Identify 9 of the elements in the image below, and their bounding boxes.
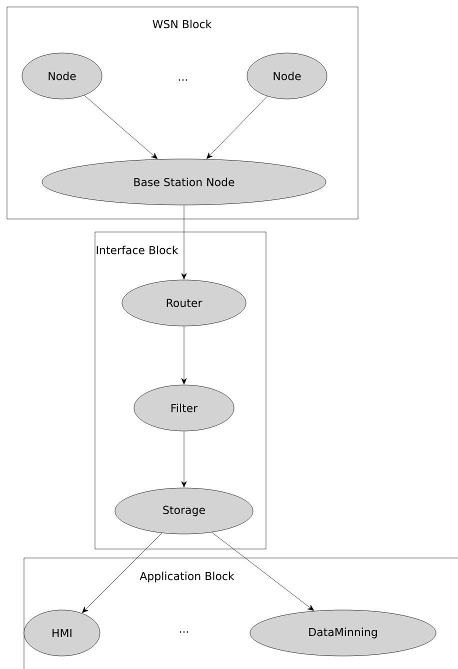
arrow: [181, 326, 187, 384]
arrow: [212, 532, 314, 611]
arrow: [206, 96, 268, 159]
ellipsis-label: ...: [180, 631, 188, 633]
arrow: [82, 532, 162, 613]
arrow: [181, 205, 187, 280]
arrow: [181, 431, 187, 488]
ellipsis-label: ...: [178, 79, 188, 81]
arrow: [84, 95, 158, 160]
